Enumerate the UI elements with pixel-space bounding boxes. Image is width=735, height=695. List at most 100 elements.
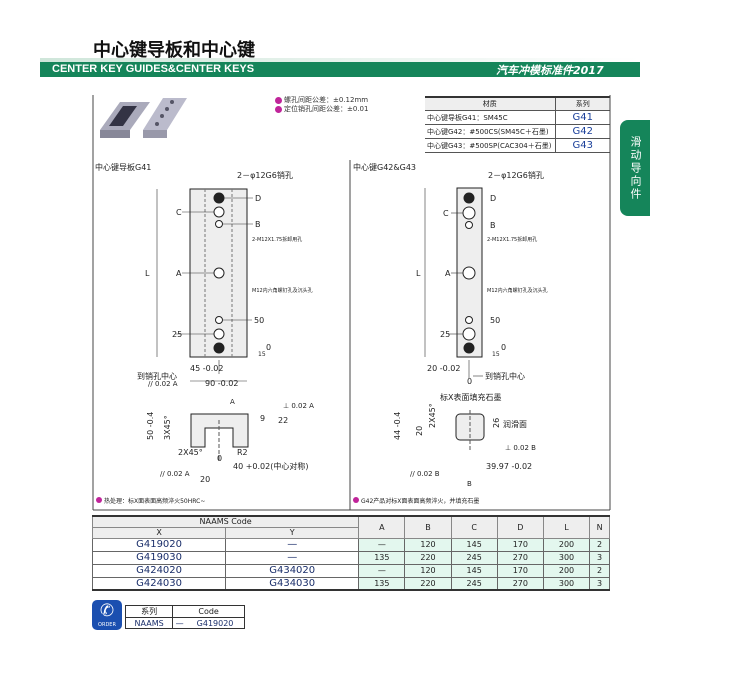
- value-cell: 170: [496, 537, 544, 552]
- label: A: [176, 269, 182, 278]
- value-cell: 245: [450, 550, 498, 565]
- label: L: [145, 269, 150, 278]
- x-header: X: [91, 526, 227, 539]
- value-cell: 3: [589, 550, 610, 565]
- g42-g43-drawing: [424, 187, 485, 450]
- series-header: 系列: [124, 605, 174, 618]
- label: 3X45°: [163, 415, 172, 440]
- value-cell: 200: [542, 537, 591, 552]
- series-cell: G43: [554, 138, 610, 153]
- value-cell: 2: [589, 563, 610, 578]
- label: 0: [467, 377, 472, 386]
- label: 40 +0.02(中心对称): [233, 461, 308, 471]
- label: 到销孔中心: [137, 371, 177, 381]
- phone-icon: ✆: [99, 601, 115, 621]
- bullet-icon: [275, 105, 282, 113]
- label: 26: [492, 418, 501, 428]
- code-header: Code: [172, 605, 245, 618]
- english-subtitle: CENTER KEY GUIDES&CENTER KEYS: [52, 63, 255, 75]
- label: C: [176, 208, 182, 217]
- label: B: [467, 480, 472, 488]
- value-cell: —: [358, 563, 406, 578]
- label: D: [255, 194, 261, 203]
- material-cell: 中心键导板G41：SM45C: [425, 110, 555, 125]
- value-cell: 145: [450, 563, 498, 578]
- label: 2X45°: [178, 448, 203, 457]
- label: 50: [254, 316, 264, 325]
- note-text: 定位销孔间距公差：±0.01: [284, 105, 369, 113]
- label: A: [230, 398, 235, 406]
- label: 2X45°: [428, 403, 437, 428]
- code-cell: G419020: [91, 537, 227, 552]
- label: 润滑面: [503, 419, 527, 429]
- series-cell: G41: [554, 110, 610, 125]
- label: 44 -0.4: [393, 412, 402, 440]
- col-header: A: [358, 515, 406, 539]
- value-cell: 120: [404, 537, 452, 552]
- col-header: N: [589, 515, 610, 539]
- label: D: [490, 194, 496, 203]
- label: M12内六角螺钉孔及沉头孔: [487, 287, 548, 294]
- label: 50: [490, 316, 500, 325]
- code-cell: G434020: [225, 563, 360, 578]
- label: 标X表面填充石墨: [440, 392, 501, 402]
- page-title: 中心键导板和中心键: [93, 40, 255, 61]
- label: 15: [492, 351, 500, 358]
- g41-title: 中心键导板G41: [95, 162, 151, 172]
- label: ⊥ 0.02 B: [505, 444, 536, 452]
- material-cell: 中心键G43：#500SP(CAC304＋石墨): [425, 138, 555, 153]
- order-label: ORDER: [98, 622, 116, 628]
- header-band: [40, 62, 640, 77]
- label: 25: [172, 330, 182, 339]
- order-icon: ✆ORDER: [92, 600, 122, 630]
- value-cell: 245: [450, 576, 498, 591]
- note-text: 螺孔间距公差：±0.12mm: [284, 96, 369, 104]
- label: C: [443, 209, 449, 218]
- col-header: D: [496, 515, 544, 539]
- label: 22: [278, 416, 288, 425]
- col-header: C: [450, 515, 498, 539]
- code-cell: G424030: [91, 576, 227, 591]
- g42-title: 中心键G42&G43: [353, 162, 416, 172]
- side-tab[interactable]: 滑动导向件: [620, 120, 650, 216]
- label: 2-M12X1.75拆卸用孔: [487, 236, 537, 243]
- label: 9: [260, 414, 265, 423]
- g41-footnote: 热处理：标X面表面高频淬火50HRC~: [104, 497, 205, 505]
- code-cell: G424020: [91, 563, 227, 578]
- code-cell: —: [225, 550, 360, 565]
- value-cell: 300: [542, 550, 591, 565]
- value-cell: 270: [496, 550, 544, 565]
- label: M12内六角螺钉孔及沉头孔: [252, 287, 313, 294]
- label: 0: [217, 454, 222, 463]
- catalog-name: 汽车冲模标准件2017: [496, 64, 604, 77]
- code-cell: G419030: [91, 550, 227, 565]
- value-cell: 220: [404, 550, 452, 565]
- band-shade: [40, 58, 640, 62]
- label: 2－φ12G6销孔: [488, 170, 544, 180]
- label: 0: [501, 343, 506, 352]
- value-cell: 145: [450, 537, 498, 552]
- tolerance-note-1: 螺孔间距公差：±0.12mm: [275, 95, 368, 105]
- label: 50 -0.4: [146, 412, 155, 440]
- order-series: NAAMS: [124, 617, 174, 629]
- code-cell: G434030: [225, 576, 360, 591]
- table-row: 中心键G43：#500SP(CAC304＋石墨)G43: [425, 138, 610, 153]
- label: 到销孔中心: [485, 371, 525, 381]
- g42-footnote: G42产品对标X面表面高频淬火，并填充石墨: [361, 497, 479, 505]
- label: 2-M12X1.75拆卸用孔: [252, 236, 302, 243]
- label: 45 -0.02: [190, 364, 223, 373]
- label: // 0.02 B: [410, 470, 440, 478]
- label: 2－φ12G6销孔: [237, 170, 293, 180]
- value-cell: 3: [589, 576, 610, 591]
- label: // 0.02 A: [148, 380, 178, 388]
- label: ⊥ 0.02 A: [283, 402, 314, 410]
- label: R2: [237, 448, 248, 457]
